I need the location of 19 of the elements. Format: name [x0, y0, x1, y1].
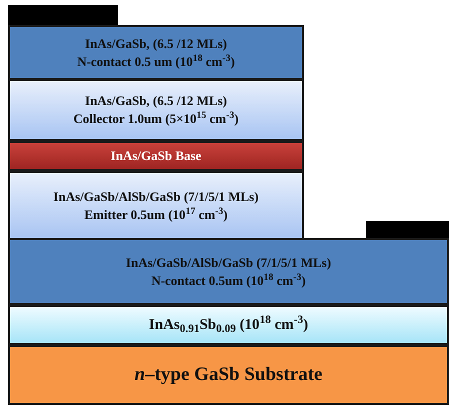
layer-label: N-contact 0.5 um (10$^{18}$ cm$^{-3}$)	[77, 52, 235, 70]
metal-contact	[8, 5, 118, 26]
layer-label: InAs/GaSb, (6.5 /12 MLs)	[85, 34, 227, 52]
base-layer	[8, 141, 304, 171]
layer-label: InAs$_{0.91}$Sb$_{0.09}$ (10$^{18}$ cm$^{-3}$)	[148, 314, 308, 336]
collector-layer	[8, 79, 304, 141]
substrate-layer	[8, 345, 449, 405]
layer-label: N-contact 0.5um (10$^{18}$ cm$^{-3}$)	[151, 272, 306, 290]
layer-label: InAs/GaSb/AlSb/GaSb (7/1/5/1 MLs)	[53, 188, 259, 206]
n-contact-layer	[8, 25, 304, 80]
emitter-layer	[8, 171, 304, 240]
layer-label: InAs/GaSb, (6.5 /12 MLs)	[85, 92, 227, 110]
layer-label: Emitter 0.5um (10$^{17}$ cm$^{-3}$)	[84, 206, 228, 224]
buffer-layer	[8, 305, 449, 345]
layer-label: InAs/GaSb Base	[110, 147, 202, 165]
layer-label: InAs/GaSb/AlSb/GaSb (7/1/5/1 MLs)	[126, 254, 332, 272]
n-contact-layer	[8, 238, 449, 305]
layer-label: Collector 1.0um (5×10$^{15}$ cm$^{-3}$)	[73, 110, 239, 128]
layer-label: n–type GaSb Substrate	[134, 363, 322, 388]
